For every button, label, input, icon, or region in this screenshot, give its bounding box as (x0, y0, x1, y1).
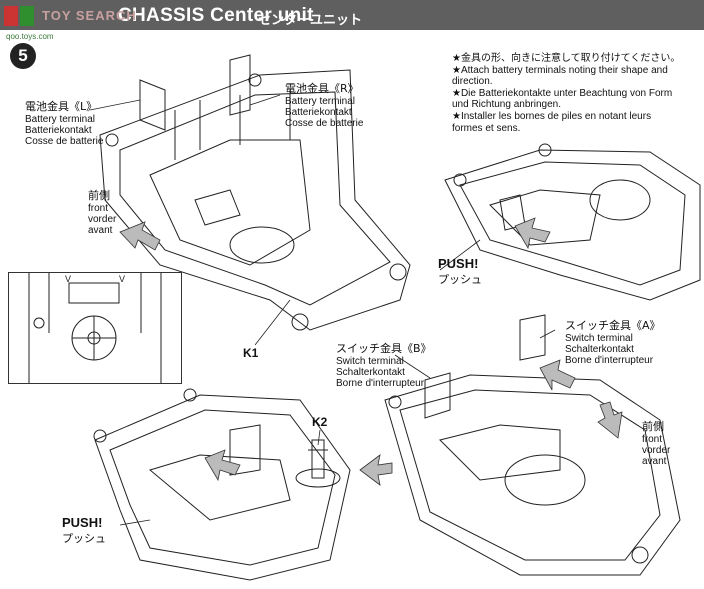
arrow-switch-a (539, 359, 576, 391)
watermark-emblem-icon (4, 6, 34, 26)
label-fr: Borne d'interrupteur (336, 378, 425, 389)
note-de-line2: und Richtung anbringen. (452, 99, 561, 111)
watermark-logo: TOY SEARCH qoo.toys.com (2, 2, 136, 42)
label-de: Schalterkontakt (336, 367, 405, 378)
push-label-jp: プッシュ (62, 532, 106, 545)
instruction-note: ★金具の形、向きに注意して取り付けてください。 ★Attach battery … (452, 53, 692, 134)
label-en: front (88, 203, 109, 214)
label-en: Switch terminal (565, 333, 633, 344)
push-callout-bottom: PUSH! プッシュ (62, 515, 106, 546)
chassis-bottom-left (93, 388, 351, 581)
note-fr-line1: ★Installer les bornes de piles en notant… (452, 110, 652, 122)
note-de-line1: ★Die Batteriekontakte unter Beachtung vo… (452, 87, 673, 99)
label-jp: 電池金具《R》 (285, 82, 359, 95)
label-jp: 前側 (88, 189, 110, 202)
label-en: Switch terminal (336, 356, 404, 367)
inset-tick-left: V (65, 274, 71, 284)
arrow-k2 (359, 454, 393, 486)
label-battery-terminal-l: 電池金具《L》 Battery terminal Batteriekontakt… (25, 98, 103, 147)
label-en: Battery terminal (285, 96, 356, 107)
page-title: CHASSIS Center unit (118, 5, 314, 26)
inset-drawing: V V (28, 273, 162, 383)
label-en: front (642, 434, 663, 445)
label-battery-terminal-r: 電池金具《R》 Battery terminal Batteriekontakt… (285, 80, 363, 129)
label-jp: 電池金具《L》 (25, 100, 98, 113)
part-label-k2: K2 (312, 415, 328, 429)
arrow-push-top (514, 217, 551, 250)
part-k2-gear (295, 439, 341, 488)
chassis-bottom-right (384, 314, 681, 576)
label-jp: スイッチ金具《A》 (565, 319, 661, 332)
part-label-k1: K1 (243, 346, 259, 360)
label-fr: Cosse de batterie (25, 136, 104, 147)
label-switch-terminal-b: スイッチ金具《B》 Switch terminal Schalterkontak… (336, 340, 432, 389)
label-de: Batteriekontakt (25, 125, 92, 136)
direction-arrows (119, 217, 623, 486)
push-label: PUSH! (62, 515, 103, 530)
chassis-main (99, 54, 411, 331)
watermark-text: TOY SEARCH (42, 8, 137, 23)
label-fr: Cosse de batterie (285, 118, 364, 129)
label-de: Batteriekontakt (285, 107, 352, 118)
label-switch-terminal-a: スイッチ金具《A》 Switch terminal Schalterkontak… (565, 317, 661, 366)
note-en-line2: direction. (452, 76, 493, 88)
label-de: Schalterkontakt (565, 344, 634, 355)
label-en: Battery terminal (25, 114, 96, 125)
label-front-right: 前側 front vorder avant (642, 418, 670, 467)
inset-tick-right: V (119, 274, 125, 284)
arrow-front-left (119, 221, 161, 251)
label-jp: スイッチ金具《B》 (336, 342, 432, 355)
label-fr: avant (642, 456, 667, 467)
note-en-line1: ★Attach battery terminals noting their s… (452, 64, 668, 76)
label-de: vorder (642, 445, 671, 456)
push-callout-top: PUSH! プッシュ (438, 256, 482, 287)
label-de: vorder (88, 214, 117, 225)
label-jp: 前側 (642, 420, 664, 433)
inset-detail: V V (8, 272, 182, 384)
watermark-site: qoo.toys.com (6, 32, 54, 41)
leader-lines (89, 94, 556, 526)
chassis-top-right (444, 143, 701, 301)
label-front-left: 前側 front vorder avant (88, 187, 116, 236)
page-title-jp: センターユニット (258, 13, 363, 28)
note-jp: ★金具の形、向きに注意して取り付けてください。 (452, 53, 681, 64)
header-bar: CHASSIS Center unit センターユニット (0, 0, 704, 30)
step-number-badge: 5 (10, 43, 36, 69)
arrow-front-right (597, 401, 623, 439)
label-fr: Borne d'interrupteur (565, 355, 654, 366)
note-fr-line2: formes et sens. (452, 122, 521, 134)
label-fr: avant (88, 225, 113, 236)
arrow-push-bottom (204, 449, 241, 482)
push-label: PUSH! (438, 256, 479, 271)
push-label-jp: プッシュ (438, 273, 482, 286)
